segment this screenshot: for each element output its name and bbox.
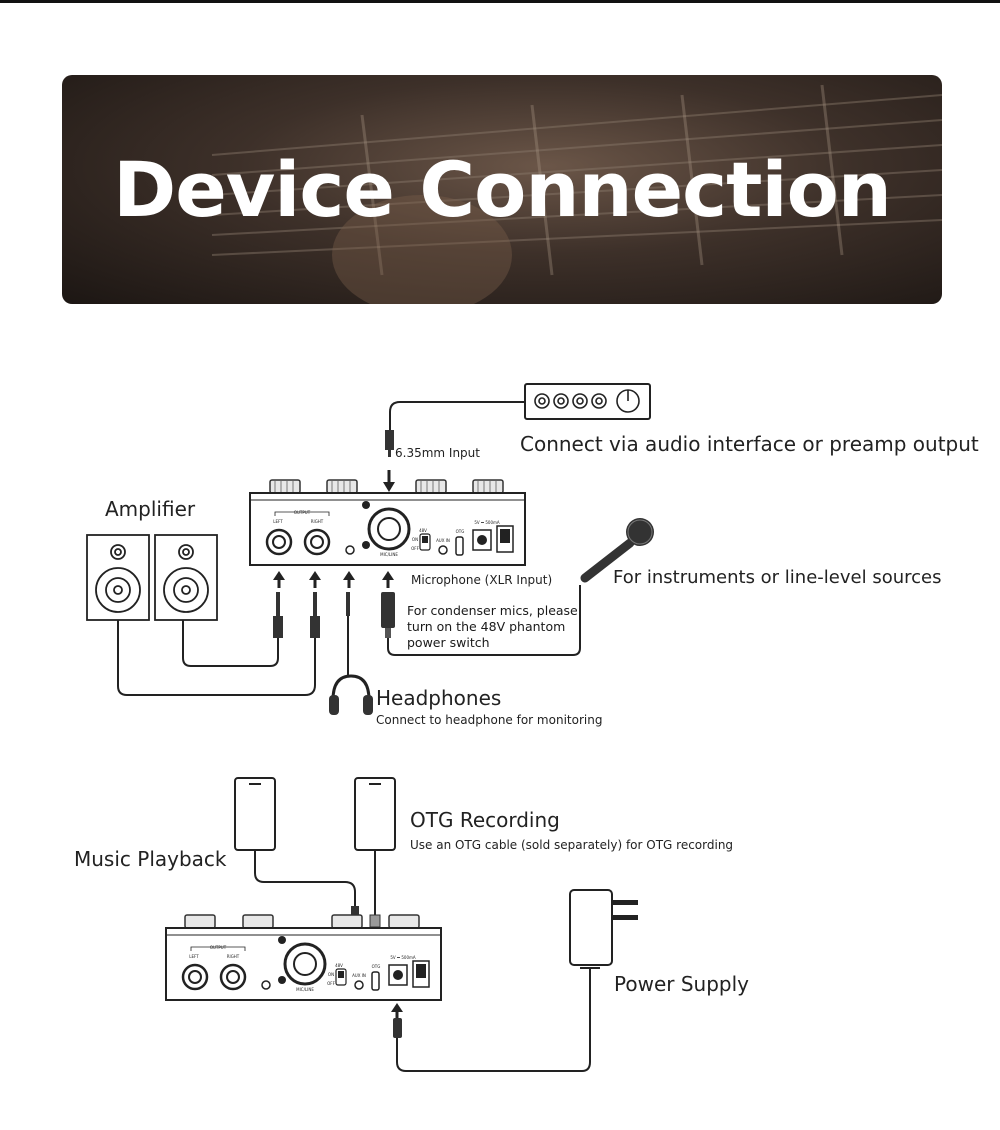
speaker-cable-left bbox=[182, 620, 279, 667]
panel-aux-label: AUX IN bbox=[436, 538, 450, 543]
speaker-cable-right bbox=[117, 620, 316, 696]
microphone-label: Microphone (XLR Input) bbox=[411, 573, 553, 587]
condenser-note-line: turn on the 48V phantom bbox=[407, 619, 566, 634]
preamp-cable bbox=[389, 401, 525, 430]
headphones-icon bbox=[329, 674, 373, 715]
xlr-plug-icon bbox=[381, 592, 395, 638]
jack-plug-icon bbox=[351, 906, 359, 920]
power-supply-label: Power Supply bbox=[614, 972, 749, 996]
condenser-note: For condenser mics, please turn on the 4… bbox=[407, 603, 578, 651]
preamp-label: Connect via audio interface or preamp ou… bbox=[520, 432, 979, 456]
phone-icon bbox=[234, 777, 276, 851]
panel-otg-label: OTG bbox=[372, 964, 381, 969]
usb-c-plug-icon bbox=[369, 914, 381, 928]
phone-icon bbox=[354, 777, 396, 851]
dc-plug-icon bbox=[393, 1018, 402, 1038]
arrow-up-icon bbox=[273, 571, 285, 588]
music-playback-label: Music Playback bbox=[74, 847, 227, 871]
panel-output-label: OUTPUT bbox=[210, 945, 227, 950]
jack-plug-icon bbox=[385, 430, 394, 457]
amplifier-label: Amplifier bbox=[105, 497, 196, 521]
panel-combo-label: MIC/LINE bbox=[380, 552, 398, 557]
arrow-down-icon bbox=[383, 470, 395, 492]
panel-combo-label: MIC/LINE bbox=[296, 987, 314, 992]
panel-left-label: LEFT bbox=[273, 519, 283, 524]
microphone-cable bbox=[387, 585, 581, 656]
panel-on-label: ON bbox=[412, 537, 418, 542]
arrow-up-icon bbox=[382, 571, 394, 588]
jack-plug-icon bbox=[273, 592, 320, 638]
panel-aux-label: AUX IN bbox=[352, 973, 366, 978]
otg-sub-label: Use an OTG cable (sold separately) for O… bbox=[410, 838, 734, 852]
music-playback-cable bbox=[254, 850, 356, 910]
banner: Device Connection bbox=[62, 75, 942, 304]
preamp-icon bbox=[524, 383, 651, 420]
speaker-icon bbox=[154, 534, 218, 621]
device-bottom: OUTPUT LEFT RIGHT MIC/LINE 48V ON OFF AU… bbox=[165, 914, 442, 1001]
headphones-sub-label: Connect to headphone for monitoring bbox=[376, 713, 603, 727]
arrow-up-icon bbox=[391, 1003, 403, 1020]
arrow-up-icon bbox=[343, 571, 355, 588]
panel-off-label: OFF bbox=[411, 546, 419, 551]
panel-left-label: LEFT bbox=[189, 954, 199, 959]
power-adapter-icon bbox=[569, 889, 638, 969]
arrow-up-icon bbox=[309, 571, 321, 588]
panel-off-label: OFF bbox=[327, 981, 335, 986]
panel-on-label: ON bbox=[328, 972, 334, 977]
guitar-photo-background bbox=[211, 84, 942, 304]
otg-label: OTG Recording bbox=[410, 808, 560, 832]
jack-plug-icon bbox=[346, 592, 350, 616]
instruments-label: For instruments or line-level sources bbox=[613, 567, 942, 588]
panel-output-label: OUTPUT bbox=[294, 510, 311, 515]
panel-dc-label: 5V ⎓ 500mA bbox=[390, 955, 416, 960]
panel-right-label: RIGHT bbox=[227, 954, 240, 959]
device-top: OUTPUT LEFT RIGHT MIC/LINE 48V ON OFF AU… bbox=[249, 479, 526, 566]
condenser-note-line: For condenser mics, please bbox=[407, 603, 578, 618]
panel-right-label: RIGHT bbox=[311, 519, 324, 524]
panel-otg-label: OTG bbox=[456, 529, 465, 534]
speaker-icon bbox=[86, 534, 150, 621]
top-rule bbox=[0, 0, 1000, 3]
panel-dc-label: 5V ⎓ 500mA bbox=[474, 520, 500, 525]
panel-48v-label: 48V bbox=[419, 528, 427, 533]
microphone-icon bbox=[580, 518, 654, 583]
panel-48v-label: 48V bbox=[335, 963, 343, 968]
input-label: 6.35mm Input bbox=[395, 446, 480, 460]
power-cable bbox=[396, 968, 591, 1072]
condenser-note-line: power switch bbox=[407, 635, 490, 650]
banner-title: Device Connection bbox=[113, 145, 892, 234]
headphones-label: Headphones bbox=[376, 686, 502, 710]
